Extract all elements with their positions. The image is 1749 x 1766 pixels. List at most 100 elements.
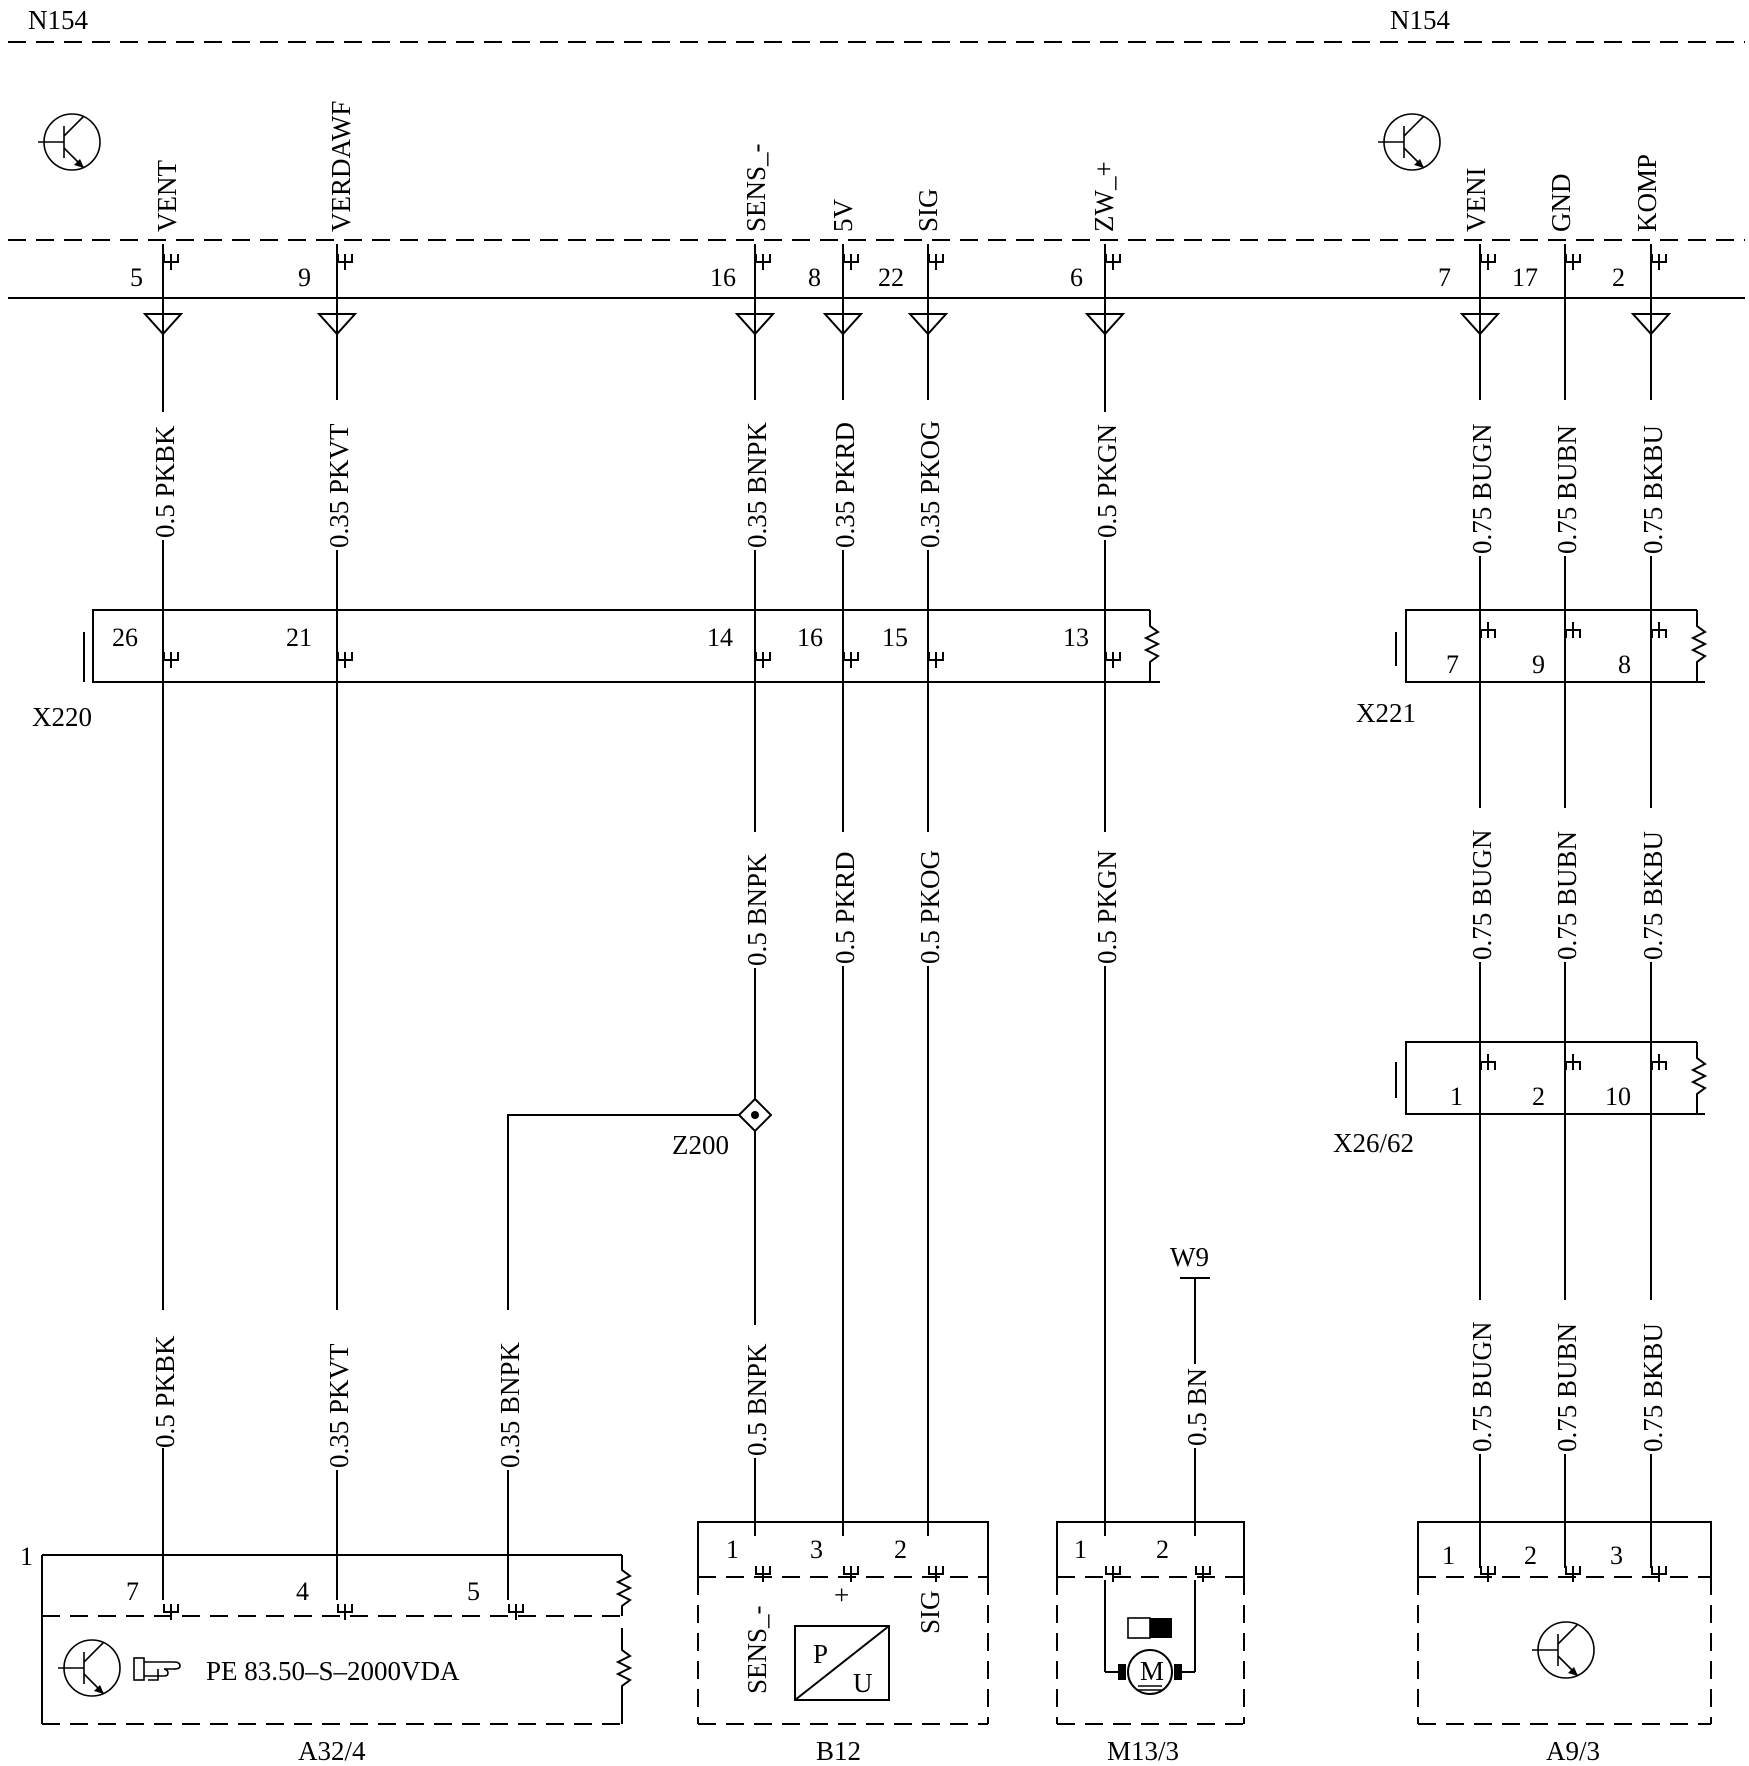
wire-label: 0.35 BNPK	[495, 1341, 525, 1468]
svg-text:16: 16	[710, 263, 736, 292]
component-note: PE 83.50–S–2000VDA	[206, 1656, 460, 1686]
svg-text:VENT: VENT	[152, 160, 182, 232]
wire-label: 0.75 BUBN	[1552, 1323, 1582, 1452]
pin-signal: SENS_-	[742, 1605, 772, 1694]
svg-text:9: 9	[1532, 650, 1545, 679]
svg-text:1: 1	[726, 1535, 739, 1564]
wire-label: 0.75 BUBN	[1552, 425, 1582, 554]
wire-label: 0.5 PKOG	[915, 850, 945, 964]
svg-text:VENI: VENI	[1461, 168, 1491, 232]
wire-label: 0.75 BKBU	[1638, 1323, 1668, 1452]
ground-label: W9	[1170, 1242, 1209, 1272]
ecu-terminals	[142, 253, 1672, 336]
connector-x26-62: 1 2 10 X26/62	[1333, 1041, 1708, 1158]
transistor-icon	[58, 1639, 121, 1697]
svg-text:2: 2	[1532, 1082, 1545, 1111]
ecu-pin-vent: VENT 5	[130, 160, 182, 292]
component-label: A9/3	[1546, 1736, 1600, 1766]
ecu-pin-komp: KOMP 2	[1612, 154, 1662, 292]
wire-label: 0.35 PKOG	[915, 420, 945, 548]
module-n154: N154 N154 VENT 5 VERDAWF 9	[8, 5, 1745, 299]
pin-signal: +	[834, 1580, 849, 1610]
pointing-hand-icon	[133, 1657, 181, 1681]
connector-label: X221	[1356, 698, 1416, 728]
svg-text:17: 17	[1512, 263, 1538, 292]
svg-text:2: 2	[894, 1535, 907, 1564]
wires	[162, 244, 1652, 1600]
svg-text:3: 3	[1610, 1541, 1623, 1570]
svg-text:2: 2	[1612, 263, 1625, 292]
wire-label: 0.75 BUGN	[1467, 423, 1497, 554]
wire-labels-mid: 0.5 BNPK 0.5 PKRD 0.5 PKOG 0.5 PKGN 0.75…	[742, 829, 1668, 966]
module-label-right: N154	[1390, 5, 1450, 35]
svg-text:16: 16	[797, 623, 823, 652]
svg-text:8: 8	[1618, 650, 1631, 679]
svg-text:22: 22	[878, 263, 904, 292]
ecu-pin-5v: 5V 8	[808, 199, 858, 293]
svg-text:KOMP: KOMP	[1632, 154, 1662, 232]
component-m13-3: 1 2 M M13/3	[1056, 1521, 1245, 1766]
ecu-pin-sens: SENS_- 16	[710, 143, 771, 292]
component-a9-3: 1 2 3 A9/3	[1417, 1521, 1712, 1766]
svg-text:SENS_-: SENS_-	[741, 143, 771, 232]
connector-label: X220	[32, 702, 92, 732]
wire-labels-lower: 0.5 PKBK 0.35 PKVT 0.35 BNPK 0.5 BNPK 0.…	[150, 1321, 1668, 1468]
svg-text:26: 26	[112, 623, 138, 652]
svg-text:5: 5	[130, 263, 143, 292]
svg-text:2: 2	[1156, 1535, 1169, 1564]
wire-label: 0.75 BUGN	[1467, 829, 1497, 960]
wire-label: 0.75 BUBN	[1552, 831, 1582, 960]
wire-label: 0.5 BNPK	[742, 1343, 772, 1456]
svg-text:15: 15	[882, 623, 908, 652]
module-label-left: N154	[28, 5, 88, 35]
svg-text:7: 7	[1446, 650, 1459, 679]
wire-label: 0.75 BKBU	[1638, 425, 1668, 554]
svg-text:8: 8	[808, 263, 821, 292]
ecu-pin-sig: SIG 22	[878, 188, 943, 292]
wire-label: 0.35 PKVT	[324, 423, 354, 548]
svg-text:1: 1	[1442, 1541, 1455, 1570]
connector-x221: 7 9 8 X221	[1356, 609, 1708, 728]
wire-label: 0.5 PKBK	[150, 1335, 180, 1448]
wire-label: 0.5 BNPK	[742, 853, 772, 966]
wire-label: 0.35 PKVT	[324, 1343, 354, 1468]
svg-text:7: 7	[126, 1577, 139, 1606]
svg-text:7: 7	[1438, 263, 1451, 292]
splice-z200: Z200	[672, 1097, 773, 1160]
ecu-pin-zw: ZW_+ 6	[1070, 161, 1119, 292]
wire-labels-upper: 0.5 PKBK 0.35 PKVT 0.35 BNPK 0.35 PKRD 0…	[150, 420, 1668, 554]
component-label: M13/3	[1107, 1736, 1179, 1766]
wire-label: 0.5 PKGN	[1092, 850, 1122, 964]
wire-label: 0.5 PKGN	[1092, 424, 1122, 538]
connector-x220: 26 21 14 16 15 13 X220	[32, 609, 1161, 732]
svg-text:2: 2	[1524, 1541, 1537, 1570]
svg-text:SIG: SIG	[913, 188, 943, 232]
svg-text:14: 14	[707, 623, 733, 652]
wire-label: 0.35 BNPK	[742, 421, 772, 548]
svg-text:4: 4	[296, 1577, 309, 1606]
component-label: B12	[816, 1736, 861, 1766]
component-b12: 1 3 2 SENS_- + SIG P U B12	[697, 1521, 989, 1766]
svg-text:10: 10	[1605, 1082, 1631, 1111]
pin-signal: SIG	[915, 1590, 945, 1634]
svg-text:21: 21	[286, 623, 312, 652]
splice-label: Z200	[672, 1130, 729, 1160]
component-label: A32/4	[298, 1736, 366, 1766]
svg-text:1: 1	[20, 1542, 33, 1571]
transistor-icon	[1378, 113, 1441, 171]
svg-text:M: M	[1140, 1656, 1164, 1686]
svg-text:5: 5	[467, 1577, 480, 1606]
wire-label: 0.35 PKRD	[830, 422, 860, 548]
wire-label: 0.5 PKRD	[830, 851, 860, 964]
svg-text:VERDAWF: VERDAWF	[326, 101, 356, 232]
wire-label: 0.75 BKBU	[1638, 831, 1668, 960]
svg-text:1: 1	[1074, 1535, 1087, 1564]
component-a32-4: 1 7 4 5 PE 83.50–S–2000VDA A32/4	[20, 1542, 633, 1766]
connector-label: X26/62	[1333, 1128, 1414, 1158]
ecu-pin-veni: VENI 7	[1438, 168, 1491, 292]
transistor-icon	[1532, 1621, 1595, 1679]
svg-text:U: U	[853, 1668, 873, 1698]
pressure-sensor-icon: P U	[794, 1625, 890, 1701]
motor-icon: M	[1104, 1580, 1196, 1695]
